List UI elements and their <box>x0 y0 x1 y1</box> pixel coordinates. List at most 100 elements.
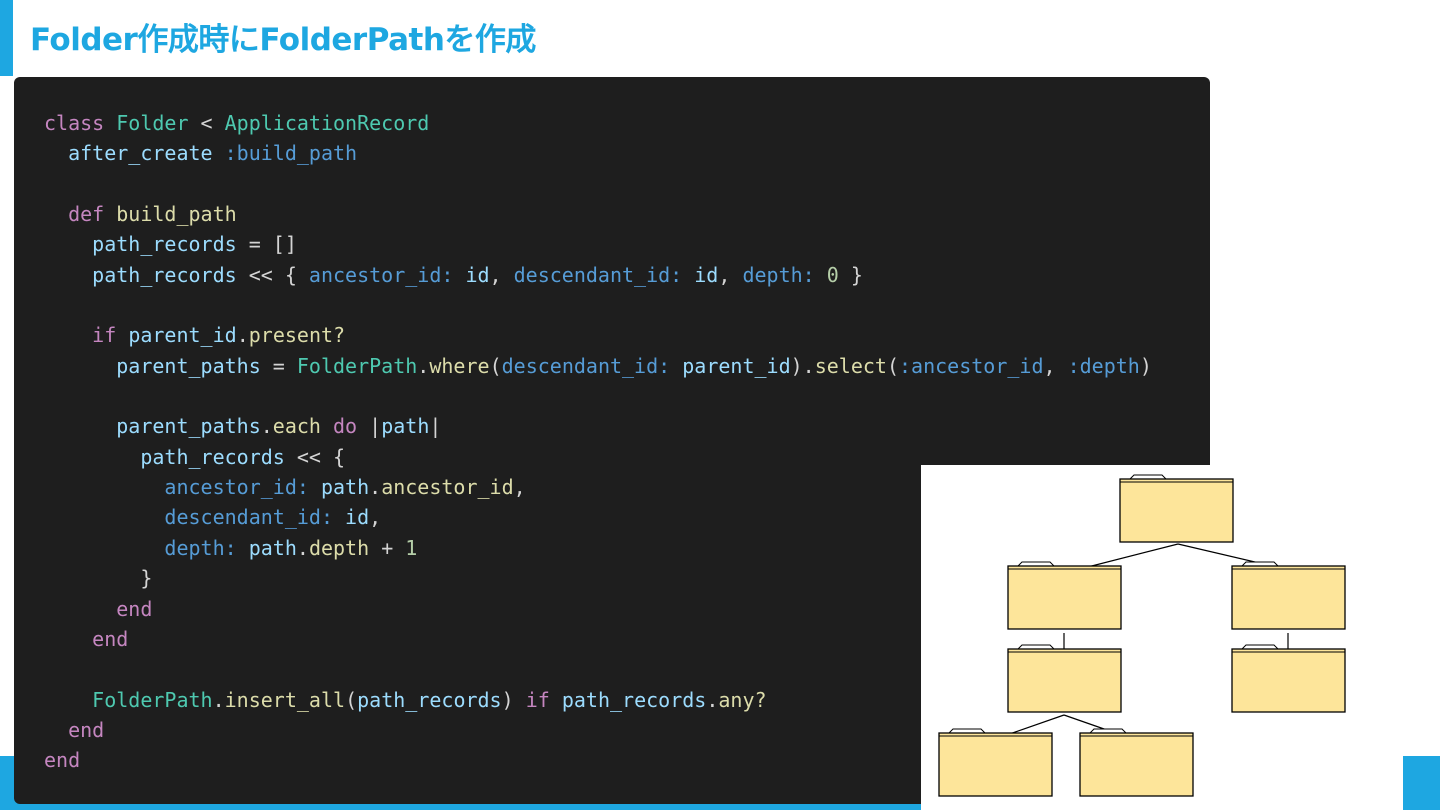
code-token: build_path <box>116 202 237 227</box>
code-token <box>682 263 694 287</box>
folder-icon <box>1007 561 1122 630</box>
code-token: , <box>489 262 514 287</box>
code-line: parent_paths = FolderPath.where(descenda… <box>44 351 1152 381</box>
code-token: if <box>92 323 117 348</box>
code-line: path_records << { <box>44 442 1152 472</box>
code-token: path <box>320 475 370 500</box>
code-token <box>116 323 128 347</box>
code-token: each <box>272 414 321 439</box>
folder-tree-diagram <box>921 465 1403 810</box>
code-token: insert_all <box>224 687 346 712</box>
code-token: present? <box>248 323 346 348</box>
title-accent-bar <box>0 0 13 76</box>
code-token: path_records <box>44 232 237 257</box>
folder-icon <box>938 728 1053 797</box>
code-token: , <box>1043 353 1068 378</box>
code-line: } <box>44 563 1152 593</box>
code-token: if <box>525 687 550 712</box>
code-token: descendant_id: <box>501 353 671 378</box>
code-line: after_create :build_path <box>44 138 1152 168</box>
code-line: path_records = [] <box>44 229 1152 259</box>
code-token: path <box>381 414 430 439</box>
code-token: path_records <box>44 444 285 469</box>
code-token: . <box>212 687 225 712</box>
code-line: end <box>44 594 1152 624</box>
code-token: parent_paths <box>44 353 261 378</box>
code-token <box>213 141 225 165</box>
code-token <box>44 202 68 226</box>
code-token: , <box>369 505 382 530</box>
code-token: :depth <box>1067 353 1140 378</box>
code-token: parent_paths <box>44 414 261 439</box>
code-token: ( <box>345 687 358 712</box>
code-line: parent_paths.each do |path| <box>44 411 1152 441</box>
code-token: ) <box>501 687 526 712</box>
code-token: path_records <box>357 687 502 712</box>
code-token: def <box>68 202 105 227</box>
code-line: class Folder < ApplicationRecord <box>44 108 1152 138</box>
code-token: ) <box>1139 353 1152 378</box>
code-line <box>44 290 1152 320</box>
code-token: id <box>694 262 719 287</box>
code-line: depth: path.depth + 1 <box>44 533 1152 563</box>
code-token: ). <box>790 353 815 378</box>
code-token: , <box>718 262 743 287</box>
code-line: path_records << { ancestor_id: id, desce… <box>44 260 1152 290</box>
slide-title: Folder作成時にFolderPathを作成 <box>30 22 536 58</box>
code-token: where <box>429 353 490 378</box>
folder-icon <box>1079 728 1194 797</box>
code-line: ancestor_id: path.ancestor_id, <box>44 472 1152 502</box>
code-token: select <box>814 353 887 378</box>
code-token <box>44 505 164 529</box>
code-token: . <box>706 687 719 712</box>
code-token <box>237 536 249 560</box>
code-line: end <box>44 715 1152 745</box>
code-token: ancestor_id: <box>164 475 309 500</box>
code-token: . <box>417 353 430 378</box>
code-token: end <box>44 748 81 773</box>
code-token <box>104 202 116 226</box>
code-token <box>44 597 116 621</box>
code-token: end <box>116 596 153 621</box>
folder-icon <box>1119 474 1234 543</box>
code-token <box>44 718 68 742</box>
code-token: parent_id <box>682 353 791 378</box>
code-token: . <box>260 414 273 439</box>
code-token: . <box>296 535 309 560</box>
code-token: descendant_id: <box>513 262 683 287</box>
folder-tree-svg <box>938 474 1346 797</box>
code-token: end <box>92 626 129 651</box>
code-token <box>44 475 164 499</box>
code-line: def build_path <box>44 199 1152 229</box>
code-token: do <box>333 414 358 439</box>
code-token: << { <box>284 444 346 469</box>
code-token: path_records <box>561 687 707 712</box>
code-token <box>44 627 92 651</box>
folder-icon <box>1231 561 1346 630</box>
code-token <box>453 263 465 287</box>
code-panel: class Folder < ApplicationRecord after_c… <box>14 77 1210 804</box>
code-token: :ancestor_id <box>899 353 1044 378</box>
folder-icons <box>938 474 1346 797</box>
code-token: descendant_id: <box>164 505 333 530</box>
code-line: end <box>44 745 1152 775</box>
code-token: ( <box>886 353 899 378</box>
code-token: depth <box>308 535 370 560</box>
code-token: depth: <box>742 262 815 287</box>
code-token: FolderPath <box>296 353 418 378</box>
code-token: + <box>369 535 406 560</box>
code-line: descendant_id: id, <box>44 502 1152 532</box>
folder-icon <box>1231 644 1346 713</box>
code-line: FolderPath.insert_all(path_records) if p… <box>44 685 1152 715</box>
code-token: ApplicationRecord <box>224 111 430 135</box>
code-token <box>44 536 164 560</box>
code-token: ancestor_id <box>381 475 514 500</box>
code-token <box>321 414 333 438</box>
code-token: . <box>369 475 382 500</box>
code-token: 1 <box>405 535 418 560</box>
code-block: class Folder < ApplicationRecord after_c… <box>44 108 1152 776</box>
code-token: parent_id <box>128 323 237 348</box>
code-token: class <box>44 111 105 135</box>
code-token: } <box>838 262 863 287</box>
code-token: | <box>429 414 442 439</box>
